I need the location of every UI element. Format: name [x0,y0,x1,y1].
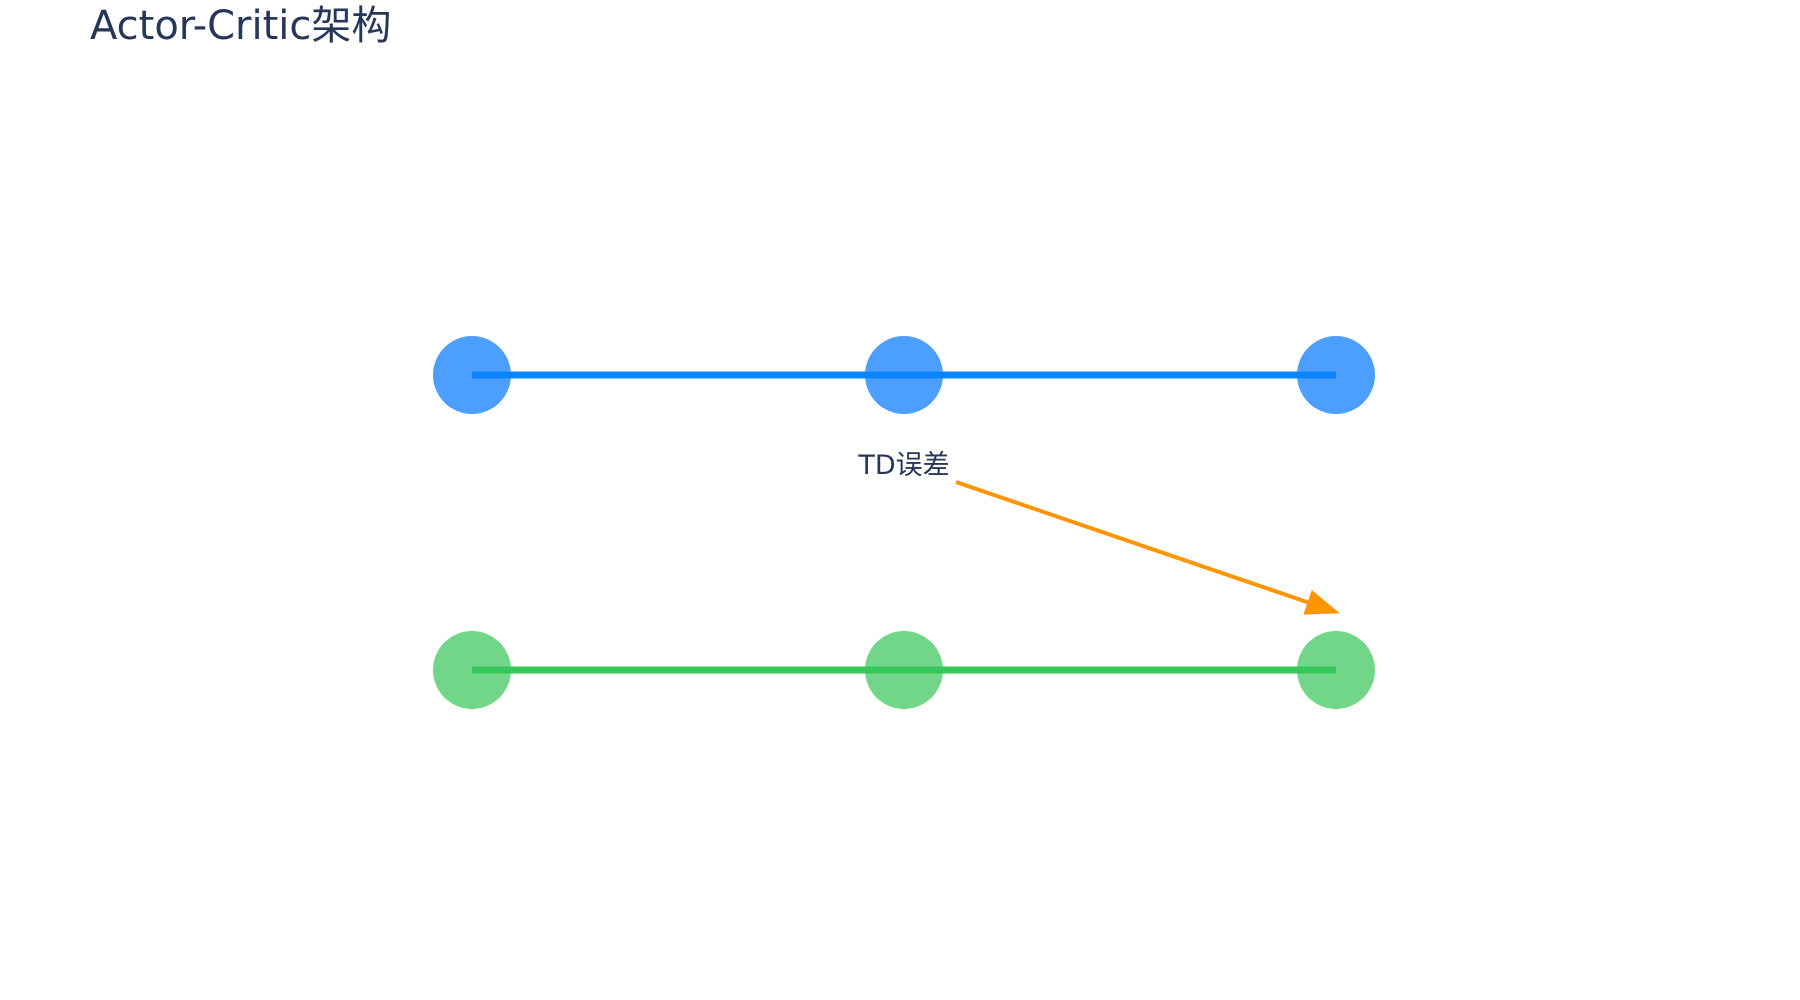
td-error-arrow [955,480,1340,615]
actor-row [433,336,1375,414]
page-title: Actor-Critic架构 [90,3,392,49]
critic-row [433,631,1375,709]
td-error-label: TD误差 [857,450,949,481]
